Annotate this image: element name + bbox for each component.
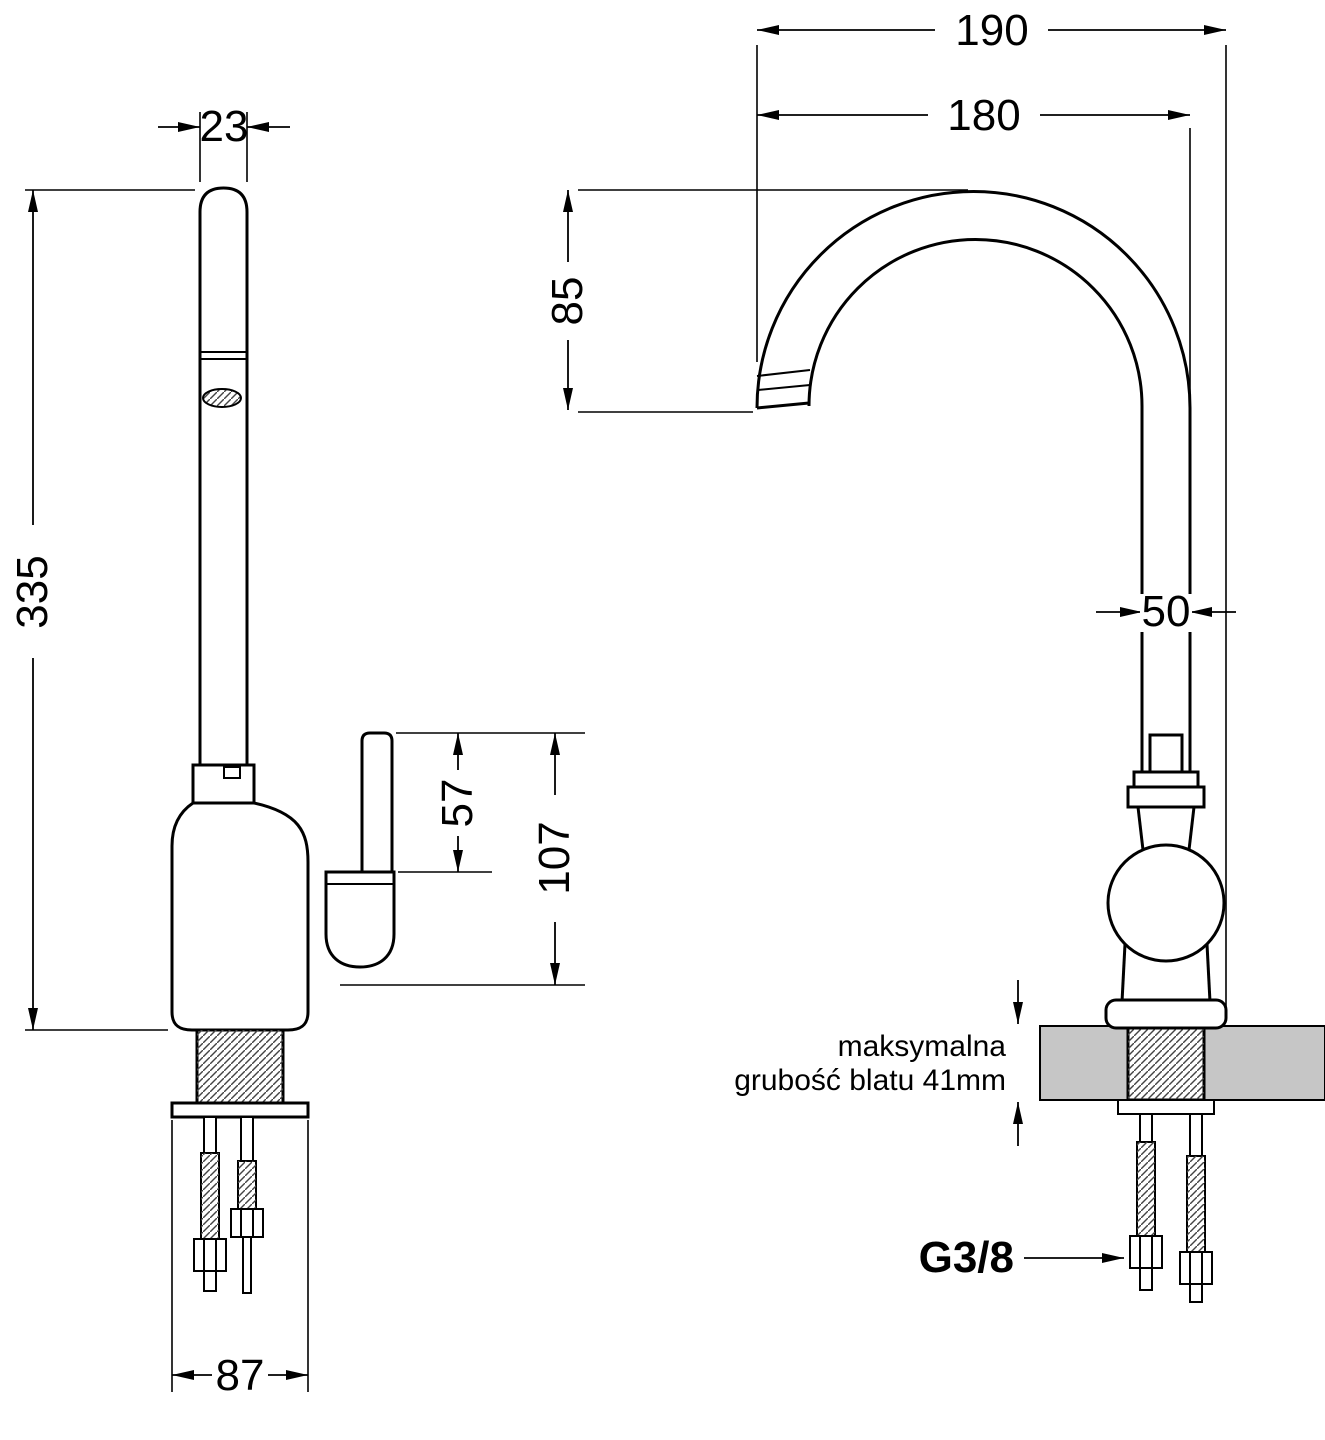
dim-spout-reach: 180 [757,91,1191,400]
mounting-stud-left [1129,1113,1163,1291]
countertop-note-line1: maksymalna [838,1030,1007,1063]
thread-stem-hatch [197,1030,283,1103]
neck-collar-top [1132,770,1200,789]
handle-lever [360,731,394,876]
dim-overall-reach: 190 [756,6,1227,1018]
ball-joint [1106,843,1226,963]
handle-joint [324,870,396,969]
spout-tip [756,369,811,410]
faucet-body [170,801,310,1032]
mounting-stud-left [193,1116,227,1292]
dim-base-width: 87 [171,1120,309,1400]
handle-lever-front [1148,733,1184,777]
dim-pipe-width: 50 [1096,587,1236,636]
mounting-stud-right [1179,1113,1213,1303]
countertop-note-line2: grubość blatu 41mm [734,1064,1006,1097]
dim-label-body-height: 107 [530,821,579,894]
dim-label-spout-clearance: 85 [543,277,592,326]
dim-label-overall-reach: 190 [955,6,1028,55]
neck-collar [1126,785,1206,809]
dim-spout-clearance: 85 [543,189,968,413]
dim-label-total-height: 335 [8,555,57,628]
stem-through-counter-hatch [1128,1026,1204,1100]
front-view: 190 180 85 50 maksymalna [543,6,1325,1303]
dim-label-pipe-width: 50 [1142,587,1191,636]
dim-label-spout-width: 23 [200,102,249,151]
aerator-outlet [202,388,242,408]
base-flange [170,1101,310,1119]
gooseneck-inner [807,238,1144,772]
body-left-line [1120,943,1127,1003]
neck-right-line [1187,806,1196,851]
countertop-thickness-annotation: maksymalna grubość blatu 41mm [734,980,1023,1146]
mounting-stud-right [230,1116,264,1294]
thread-size-label: G3/8 [919,1233,1014,1282]
body-right-line [1205,943,1212,1003]
hex-nut [230,1208,264,1238]
side-view: 23 335 57 107 [8,102,585,1400]
dim-label-spout-reach: 180 [947,91,1020,140]
dim-label-handle-length: 57 [433,779,482,828]
spout-seam-lines [201,351,246,360]
dim-body-height: 107 [340,733,585,986]
dim-spout-width: 23 [158,102,290,182]
under-counter-washer [1117,1099,1215,1115]
dim-label-base-width: 87 [216,1351,265,1400]
neck-left-line [1136,806,1145,851]
dim-total-height: 335 [8,189,195,1031]
hex-nut [1129,1235,1163,1269]
hex-nut [1179,1251,1213,1285]
base-plate [1104,998,1228,1030]
set-screw-notch [223,766,241,779]
spout-pipe [198,186,249,768]
thread-connection-annotation: G3/8 [919,1233,1124,1282]
hex-nut [193,1238,227,1272]
gooseneck-outer [755,190,1192,772]
